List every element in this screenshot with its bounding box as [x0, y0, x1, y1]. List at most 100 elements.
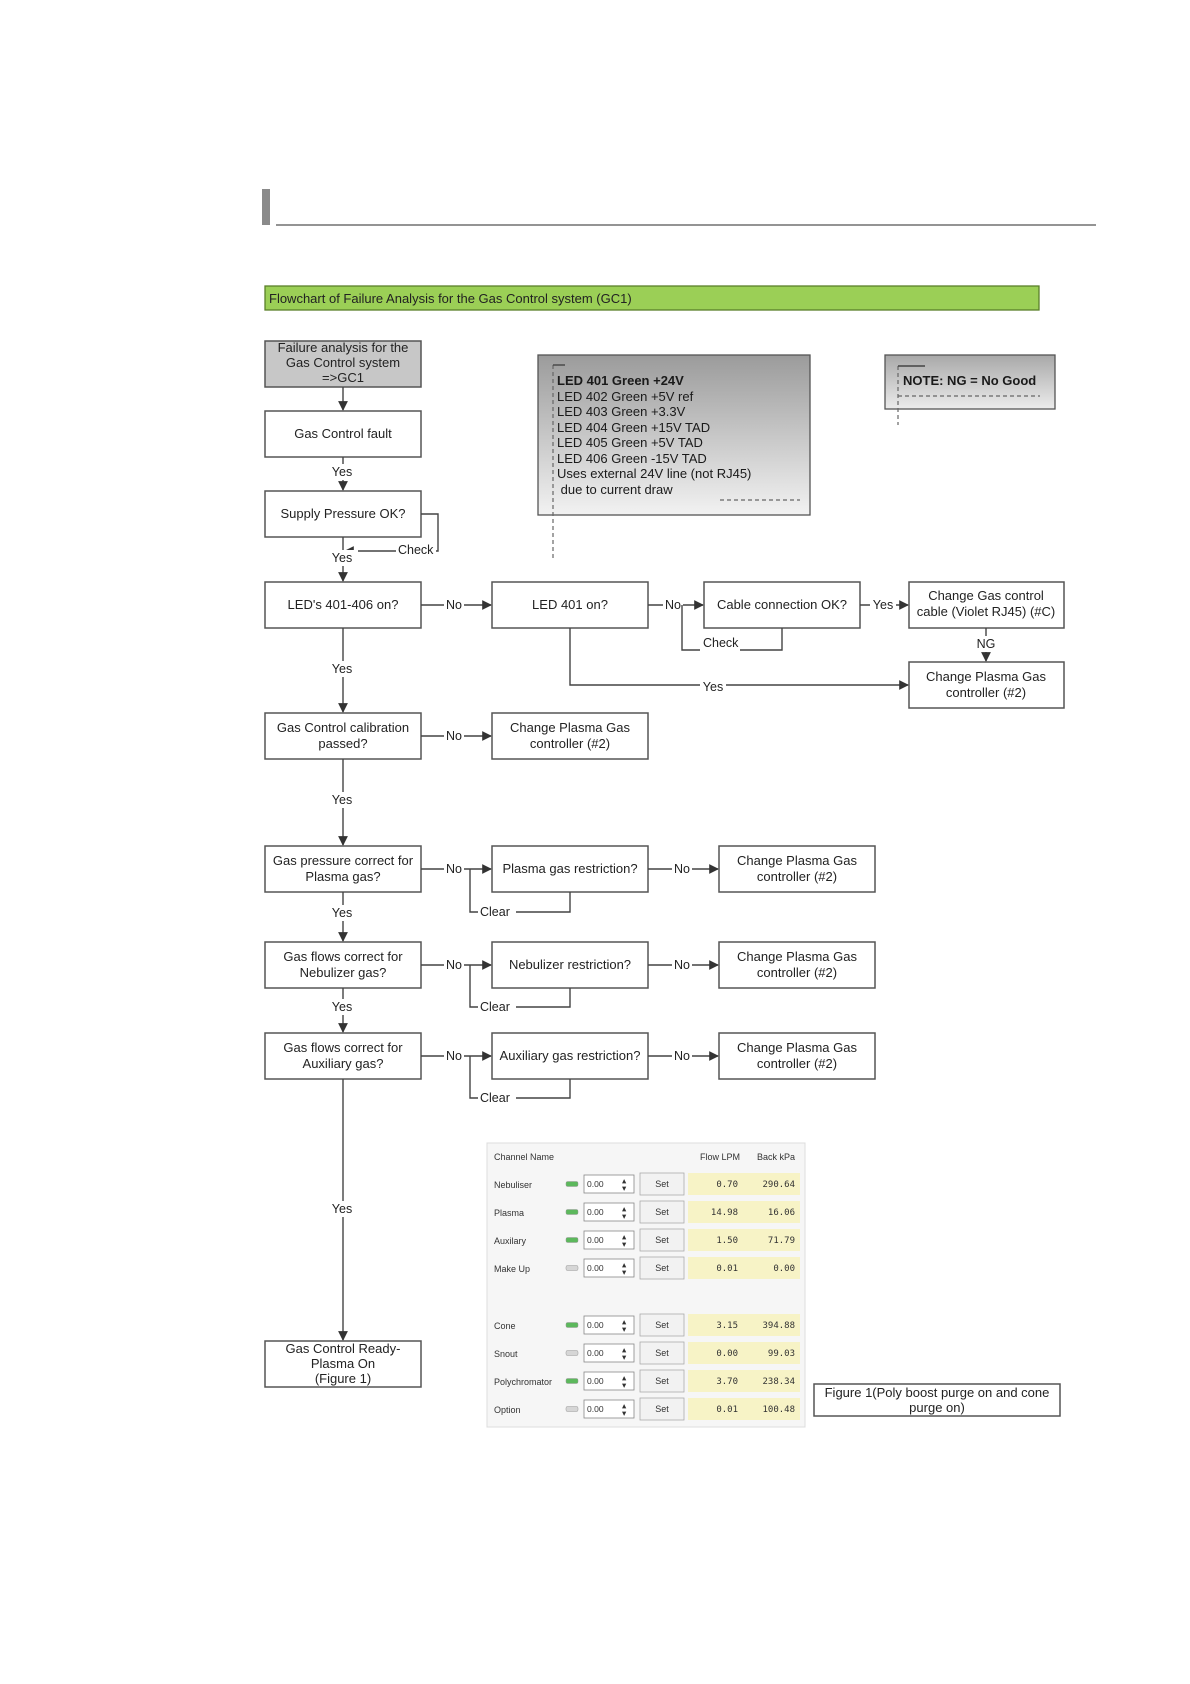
- edge-label-clear: Clear: [480, 1000, 510, 1014]
- node-led401-text: LED 401 on?: [532, 597, 608, 612]
- row-spinner-up-icon[interactable]: ▴: [622, 1345, 627, 1355]
- node-nebulizer: Gas flows correct for Nebulizer gas?: [264, 941, 422, 989]
- row-set-button[interactable]: [639, 1256, 685, 1280]
- row-value-input[interactable]: [583, 1230, 635, 1250]
- node-pressure-line-2: Plasma gas?: [305, 869, 380, 884]
- row-spinner-down-icon[interactable]: ▾: [622, 1352, 627, 1362]
- row-set-button[interactable]: [639, 1341, 685, 1365]
- page-header: [262, 189, 1096, 226]
- node-plasma-change-line-2: controller (#2): [757, 869, 837, 884]
- row-value-cell: [688, 1370, 800, 1392]
- edge-label-check: Check: [398, 543, 434, 557]
- row-back-value: 16.06: [768, 1208, 795, 1218]
- row-value-input[interactable]: [583, 1202, 635, 1222]
- edge-label-yes: Yes: [332, 662, 352, 676]
- edge-aux-clear-loop: [469, 1056, 571, 1099]
- row-status-led: [565, 1181, 579, 1187]
- row-value-input-text: 0.00: [587, 1179, 604, 1189]
- row-back-value: 394.88: [762, 1321, 795, 1331]
- node-led401: LED 401 on?: [491, 581, 649, 629]
- row-spinner-up-icon[interactable]: ▴: [622, 1401, 627, 1411]
- row-set-button[interactable]: [639, 1313, 685, 1337]
- ng-note-text: NOTE: NG = No Good: [903, 373, 1036, 388]
- row-spinner-down-icon[interactable]: ▾: [622, 1211, 627, 1221]
- node-ready: Gas Control Ready- Plasma On (Figure 1): [264, 1340, 422, 1388]
- row-channel-name: Plasma: [494, 1208, 524, 1218]
- led-note-line-1: LED 401 Green +24V: [557, 373, 684, 388]
- row-spinner-down-icon[interactable]: ▾: [622, 1408, 627, 1418]
- row-set-button[interactable]: [639, 1397, 685, 1421]
- row-spinner-up-icon[interactable]: ▴: [622, 1317, 627, 1327]
- row-spinner-down-icon[interactable]: ▾: [622, 1380, 627, 1390]
- node-change-ctrl-top-line-2: controller (#2): [946, 685, 1026, 700]
- node-calib-no-line-2: controller (#2): [530, 736, 610, 751]
- edge-label-ng: NG: [977, 637, 996, 651]
- edge-label-yes: Yes: [332, 1000, 352, 1014]
- node-pressure-line-1: Gas pressure correct for: [273, 853, 414, 868]
- row-flow-value: 14.98: [711, 1208, 738, 1218]
- row-value-input[interactable]: [583, 1258, 635, 1278]
- row-spinner-up-icon[interactable]: ▴: [622, 1260, 627, 1270]
- edge-label-no: No: [665, 598, 681, 612]
- node-plasma-restriction-text: Plasma gas restriction?: [502, 861, 637, 876]
- row-channel-name: Auxilary: [494, 1236, 527, 1246]
- row-set-button[interactable]: [639, 1200, 685, 1224]
- row-set-button[interactable]: [639, 1369, 685, 1393]
- edge-label-yes: Yes: [703, 680, 723, 694]
- title-banner-text: Flowchart of Failure Analysis for the Ga…: [269, 291, 632, 306]
- node-neb-change-line-2: controller (#2): [757, 965, 837, 980]
- row-spinner-down-icon[interactable]: ▾: [622, 1239, 627, 1249]
- figure-caption-line-1: Figure 1(Poly boost purge on and cone: [825, 1385, 1050, 1400]
- row-spinner-down-icon[interactable]: ▾: [622, 1324, 627, 1334]
- node-start-line-3: =>GC1: [322, 370, 364, 385]
- row-value-input[interactable]: [583, 1371, 635, 1391]
- row-spinner-up-icon[interactable]: ▴: [622, 1373, 627, 1383]
- row-value-input-text: 0.00: [587, 1235, 604, 1245]
- node-aux-change: Change Plasma Gas controller (#2): [718, 1032, 876, 1080]
- node-aux-change-line-1: Change Plasma Gas: [737, 1040, 857, 1055]
- row-spinner-up-icon[interactable]: ▴: [622, 1204, 627, 1214]
- row-spinner-up-icon[interactable]: ▴: [622, 1176, 627, 1186]
- row-value-input[interactable]: [583, 1315, 635, 1335]
- led-note-line-3: LED 403 Green +3.3V: [557, 404, 686, 419]
- led-note-line-2: LED 402 Green +5V ref: [557, 389, 694, 404]
- row-spinner-down-icon[interactable]: ▾: [622, 1267, 627, 1277]
- node-nebulizer-line-2: Nebulizer gas?: [300, 965, 387, 980]
- led-note-line-6: LED 406 Green -15V TAD: [557, 451, 707, 466]
- row-value-input[interactable]: [583, 1399, 635, 1419]
- row-value-cell: [688, 1342, 800, 1364]
- edge-plasma-clear-loop: [469, 869, 571, 913]
- edge-label-no: No: [674, 862, 690, 876]
- edge-label-no: No: [446, 729, 462, 743]
- node-neb-change: Change Plasma Gas controller (#2): [718, 941, 876, 989]
- row-back-value: 0.00: [773, 1264, 795, 1274]
- row-set-button-label: Set: [655, 1376, 669, 1386]
- led-note-line-5: LED 405 Green +5V TAD: [557, 435, 703, 450]
- led-note-line-7: Uses external 24V line (not RJ45): [557, 466, 751, 481]
- row-value-input[interactable]: [583, 1174, 635, 1194]
- node-ready-line-2: Plasma On: [311, 1356, 375, 1371]
- node-pressure: Gas pressure correct for Plasma gas?: [264, 845, 422, 893]
- row-set-button[interactable]: [639, 1228, 685, 1252]
- figure-caption: Figure 1(Poly boost purge on and cone pu…: [813, 1383, 1061, 1417]
- row-spinner-up-icon[interactable]: ▴: [622, 1232, 627, 1242]
- row-set-button[interactable]: [639, 1172, 685, 1196]
- node-plasma-restriction: Plasma gas restriction?: [491, 845, 649, 893]
- row-value-cell: [688, 1257, 800, 1279]
- node-start: Failure analysis for the Gas Control sys…: [264, 340, 422, 388]
- edge-led401-yes: [569, 628, 909, 690]
- edge-label-no: No: [446, 598, 462, 612]
- edge-label-check: Check: [703, 636, 739, 650]
- node-nebulizer-line-1: Gas flows correct for: [283, 949, 403, 964]
- row-flow-value: 3.70: [716, 1377, 738, 1387]
- edge-label-no: No: [446, 958, 462, 972]
- row-spinner-down-icon[interactable]: ▾: [622, 1183, 627, 1193]
- row-value-input[interactable]: [583, 1343, 635, 1363]
- node-start-line-2: Gas Control system: [286, 355, 400, 370]
